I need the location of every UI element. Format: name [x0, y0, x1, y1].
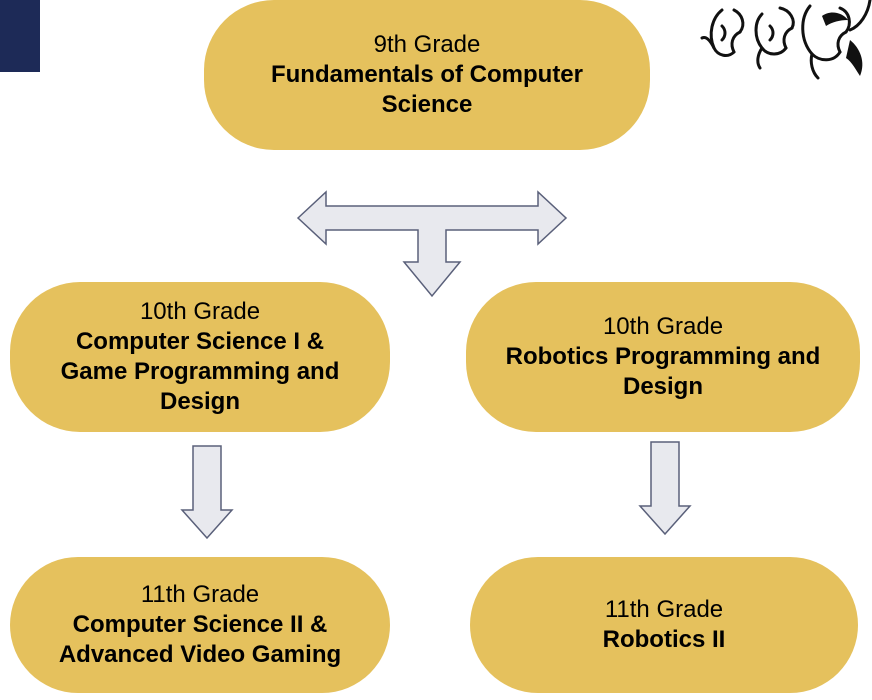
node-course-title: Computer Science I & Game Programming an… — [60, 328, 340, 415]
node-course-title: Robotics Programming and Design — [505, 343, 821, 400]
node-grade-label: 11th Grade — [140, 581, 260, 608]
node-grade-10-robotics: 10th Grade Robotics Programming and Desi… — [466, 282, 860, 432]
claw-mascot-icon — [700, 0, 872, 80]
node-grade-label: 10th Grade — [139, 298, 261, 325]
node-grade-10-computer-science: 10th Grade Computer Science I & Game Pro… — [10, 282, 390, 432]
node-course-title: Computer Science II & Advanced Video Gam… — [58, 611, 342, 668]
down-arrow-icon — [180, 445, 234, 540]
node-grade-9: 9th Grade Fundamentals of Computer Scien… — [204, 0, 650, 150]
node-course-title: Fundamentals of Computer Science — [270, 61, 583, 118]
node-grade-label: 10th Grade — [602, 313, 724, 340]
node-grade-label: 9th Grade — [373, 31, 481, 58]
corner-accent-block — [0, 0, 40, 72]
double-arrow-split-icon — [296, 190, 568, 298]
node-grade-label: 11th Grade — [604, 596, 724, 623]
node-course-title: Robotics II — [602, 626, 726, 653]
down-arrow-icon — [638, 441, 692, 536]
node-grade-11-robotics: 11th Grade Robotics II — [470, 557, 858, 693]
node-grade-11-computer-science: 11th Grade Computer Science II & Advance… — [10, 557, 390, 693]
